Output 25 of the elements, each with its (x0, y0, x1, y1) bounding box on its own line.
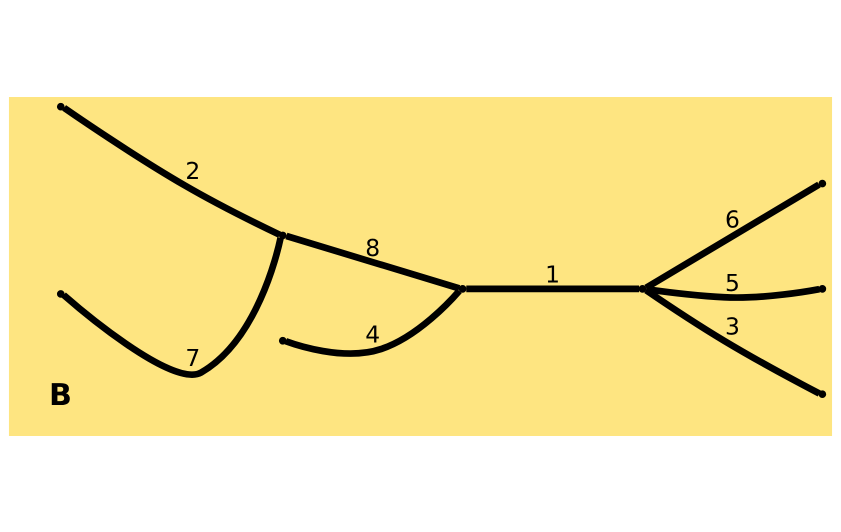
edge-label: 4 (365, 320, 380, 348)
connector (644, 181, 821, 290)
node-point (56, 290, 65, 298)
connector (466, 285, 640, 292)
edge-label: 5 (724, 268, 740, 296)
node-point (818, 179, 826, 187)
node-point (458, 284, 466, 292)
node-point (638, 284, 646, 292)
edge-label: 6 (724, 204, 740, 233)
connector (62, 104, 282, 238)
node-point (278, 231, 287, 239)
label: B (49, 377, 72, 412)
connector (61, 236, 284, 378)
connector (646, 285, 820, 300)
node-point (56, 102, 65, 110)
connector (285, 232, 460, 292)
node-point (818, 284, 826, 292)
node-point (278, 336, 287, 344)
connector (284, 288, 462, 356)
node-point (818, 390, 826, 398)
edge-label: 2 (185, 156, 200, 184)
edge-label: 8 (365, 233, 380, 262)
edge-label: 7 (185, 344, 200, 372)
edge-label: 1 (545, 260, 560, 288)
edge-label: 3 (724, 312, 740, 340)
